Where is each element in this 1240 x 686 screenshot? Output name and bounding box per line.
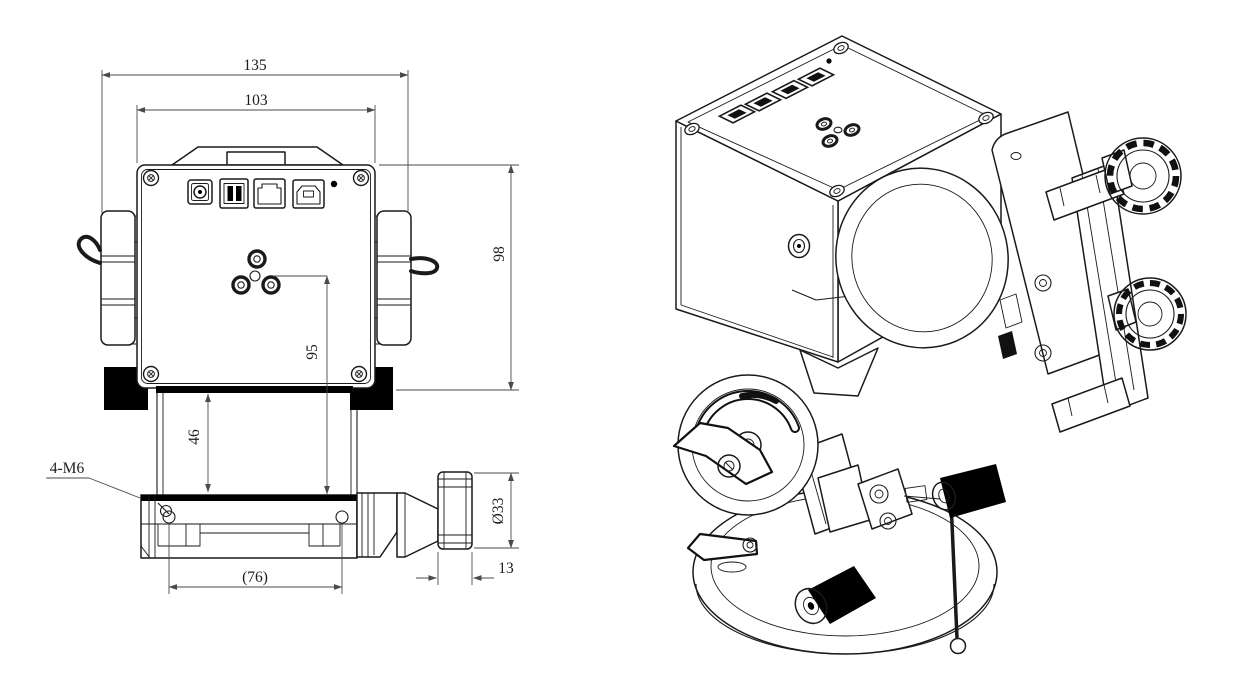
clamp-knob [437,471,473,550]
base-assembly [672,347,1006,655]
corner-screw [142,169,160,187]
side-knob-right [373,210,440,346]
clamp-block [356,492,398,558]
front-dimensions: 135 103 98 95 46 [46,57,519,594]
corner-screw [352,169,370,187]
grip-knob-right [903,464,1006,518]
status-led [330,180,338,188]
front-view: 135 103 98 95 46 [46,57,519,594]
base-clamp [356,471,473,558]
top-port-row [718,58,835,124]
dimension-knob-thickness: 13 [416,552,514,585]
dimension-label-98: 98 [491,246,508,262]
dimension-knob-diameter: Ø33 [474,472,519,549]
ethernet-port [253,178,286,209]
saddle-screws [1034,274,1052,362]
corner-screw [142,365,160,383]
port-row [187,178,338,209]
dimension-base-hole-spacing: (76) [168,523,343,594]
dovetail-base [140,494,358,559]
dovetail-rail [1071,162,1149,414]
dimension-label-46: 46 [186,429,203,445]
dimension-center-height: 95 [273,275,330,495]
top-hole-pattern [814,115,862,150]
saddle-assembly [991,111,1187,433]
mounting-hole-pattern [231,249,281,295]
dimension-body-height: 98 [379,164,519,391]
clutch-lever [672,421,774,486]
dimension-label-95: 95 [304,344,321,360]
callout-label-4m6: 4-M6 [50,460,85,477]
dimension-overall-width: 135 [101,57,409,213]
dimension-label-103: 103 [244,92,268,109]
status-led-iso [826,58,832,64]
loop-lever-left [76,234,102,265]
guide-port [219,178,249,209]
knurled-knob-lower [1113,277,1187,351]
azimuth-block [857,468,913,530]
callout-thread: 4-M6 [46,460,141,499]
clamp-cone [396,492,439,558]
corner-screw [350,365,368,383]
loop-lever-right [409,256,440,276]
top-hump [171,146,344,166]
dimension-label-d33: Ø33 [490,497,507,524]
dimension-neck-height: 46 [186,393,211,493]
dc-power-jack [187,179,213,205]
isometric-view [672,35,1187,655]
cube-top-face [675,35,1002,202]
knurled-knob-upper [1104,137,1182,215]
dimension-label-76: (76) [242,569,268,586]
side-port [787,233,811,259]
usb-b-port [292,179,325,209]
grip-knob-front [794,566,876,625]
mount-body [136,164,376,393]
m6-screw [157,502,173,518]
center-hole [249,270,261,282]
clamp-jaw-bottom [1051,377,1131,433]
side-knob-left [76,210,139,346]
dimension-body-width: 103 [136,92,376,163]
drive-drum [835,167,1009,349]
saddle-support [799,347,879,397]
dimension-label-135: 135 [243,57,267,74]
dimension-label-13: 13 [498,560,514,577]
